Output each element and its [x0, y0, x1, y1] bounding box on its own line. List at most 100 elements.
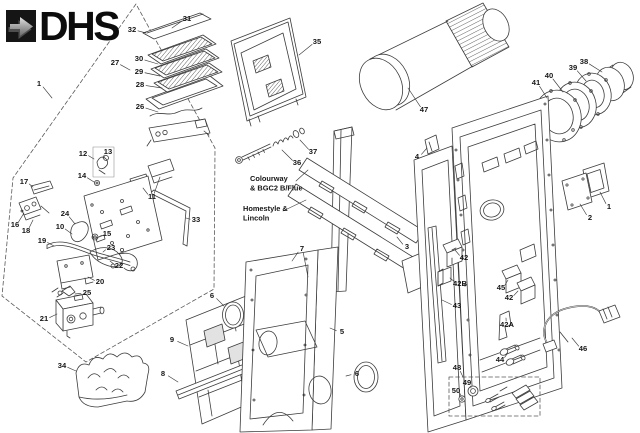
part-label-17: 17: [20, 177, 28, 186]
part-label-21: 21: [40, 314, 49, 323]
grommet-15: [91, 233, 99, 241]
leader-line: [137, 30, 147, 34]
part-label-44: 44: [496, 355, 505, 364]
leader-line: [28, 219, 34, 228]
screws-44: [499, 344, 526, 366]
leader-line: [142, 187, 149, 195]
leader-line: [28, 183, 34, 188]
part-label-35: 35: [313, 37, 322, 46]
part-label-26: 26: [136, 102, 144, 111]
part-label-23: 23: [107, 243, 115, 252]
leader-line: [167, 375, 179, 383]
part-label-2: 2: [588, 213, 592, 222]
model-annotation: Colourway& BGC2 B/Flue: [250, 174, 303, 193]
leader-line: [64, 228, 73, 235]
fixing-kit-48: [448, 376, 541, 417]
part-label-42A: 42A: [500, 320, 514, 329]
part-label-47: 47: [420, 105, 428, 114]
control-assembly-boundary: [1, 3, 216, 363]
coal-fuel-bed-34: [75, 352, 150, 408]
part-label-29: 29: [135, 67, 143, 76]
part-label-5: 5: [340, 327, 345, 336]
part-label-13: 13: [104, 147, 112, 156]
part-label-11: 11: [148, 192, 157, 201]
leader-line: [571, 337, 580, 347]
leader-line: [177, 341, 189, 347]
part-label-1: 1: [37, 79, 42, 88]
part-label-6: 6: [355, 369, 359, 378]
leader-line: [145, 107, 159, 113]
part-label-20: 20: [96, 277, 104, 286]
part-label-6: 6: [210, 291, 214, 300]
part-label-42B: 42B: [453, 279, 467, 288]
part-label-42: 42: [505, 293, 513, 302]
bracket-4: [424, 134, 440, 155]
leader-line: [153, 176, 161, 194]
part-label-9: 9: [170, 335, 174, 344]
leader-line: [407, 87, 421, 108]
leader-line: [576, 70, 587, 82]
flue-pipe-47: [358, 2, 510, 111]
pilot-assembly-box: [92, 146, 115, 178]
right-arrow-icon: [6, 10, 36, 42]
leader-line: [396, 236, 404, 245]
leader-line: [109, 260, 115, 265]
glass-door-panel: [230, 17, 307, 127]
leader-line: [49, 313, 58, 318]
part-label-12: 12: [79, 149, 87, 158]
part-label-33: 33: [192, 215, 200, 224]
handle-17: [30, 180, 54, 195]
model-annotation: Homestyle &Lincoln: [243, 204, 288, 223]
leader-lines: [18, 20, 607, 397]
leader-line: [441, 299, 452, 305]
leader-line: [18, 212, 25, 223]
part-label-45: 45: [497, 283, 506, 292]
leader-line: [216, 298, 225, 307]
leader-line: [291, 251, 299, 262]
outer-convector-case: [451, 95, 563, 421]
brand-logo: DHS: [6, 3, 121, 49]
pipework-22-23: [89, 247, 138, 272]
part-label-16: 16: [11, 220, 19, 229]
leader-line: [299, 139, 309, 150]
washer-14: [94, 179, 101, 186]
leader-line: [185, 217, 191, 220]
leader-line: [281, 149, 293, 161]
part-label-18: 18: [22, 226, 30, 235]
leader-line: [298, 44, 313, 56]
canopy-grille-stack: [142, 12, 224, 110]
screw-and-spring-36-37: [235, 127, 305, 164]
part-label-8: 8: [161, 369, 165, 378]
part-label-40: 40: [545, 71, 553, 80]
part-label-36: 36: [293, 158, 301, 167]
leader-line: [504, 279, 509, 286]
part-label-10: 10: [56, 222, 64, 231]
part-label-7: 7: [300, 244, 304, 253]
leader-line: [460, 371, 464, 378]
leader-line: [67, 367, 77, 372]
leader-line: [88, 155, 95, 160]
part-label-22: 22: [115, 261, 123, 270]
leader-line: [87, 276, 95, 281]
part-label-32: 32: [128, 25, 136, 34]
leader-line: [449, 277, 456, 283]
part-label-15: 15: [103, 229, 112, 238]
part-label-34: 34: [58, 361, 67, 370]
leader-line: [98, 235, 102, 238]
part-label-25: 25: [83, 288, 92, 297]
leader-line: [552, 78, 564, 93]
part-label-37: 37: [309, 147, 317, 156]
brand-name: DHS: [39, 3, 121, 49]
part-label-48: 48: [453, 363, 461, 372]
part-label-24: 24: [61, 209, 70, 218]
leader-line: [68, 216, 76, 225]
part-label-49: 49: [463, 378, 471, 387]
part-label-42: 42: [460, 253, 468, 262]
leader-line: [282, 199, 307, 212]
leader-line: [42, 86, 53, 99]
leader-line: [329, 327, 337, 332]
part-label-31: 31: [183, 14, 192, 23]
leader-line: [454, 249, 460, 256]
